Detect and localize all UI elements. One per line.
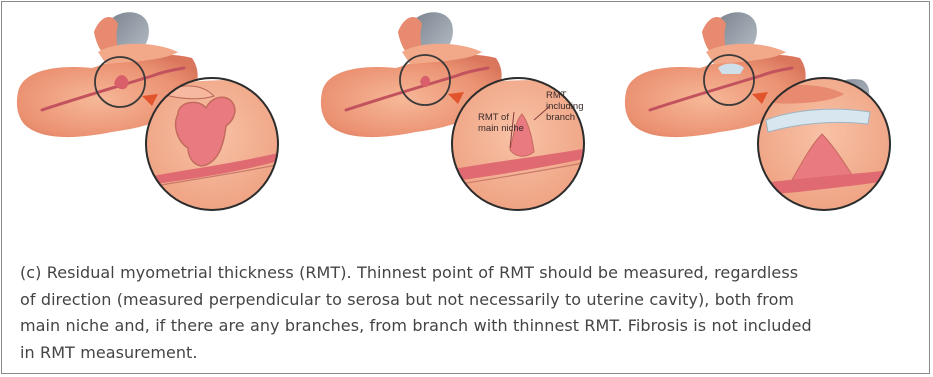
- panel-3-illustration: [625, 12, 894, 212]
- caption-line: of direction (measured perpendicular to …: [20, 287, 920, 314]
- caption-line: in RMT measurement.: [20, 340, 920, 367]
- illustration-row: RMT of main niche RMT including branch: [2, 2, 931, 222]
- illustration-svg: RMT of main niche RMT including branch: [2, 2, 931, 222]
- caption-line: (c) Residual myometrial thickness (RMT).…: [20, 260, 920, 287]
- panel-2-label-including-branch: RMT including branch: [546, 90, 586, 123]
- figure-caption: (c) Residual myometrial thickness (RMT).…: [20, 260, 920, 366]
- panel-2-illustration: RMT of main niche RMT including branch: [321, 12, 588, 212]
- caption-line: main niche and, if there are any branche…: [20, 313, 920, 340]
- panel-1-illustration: [17, 12, 282, 212]
